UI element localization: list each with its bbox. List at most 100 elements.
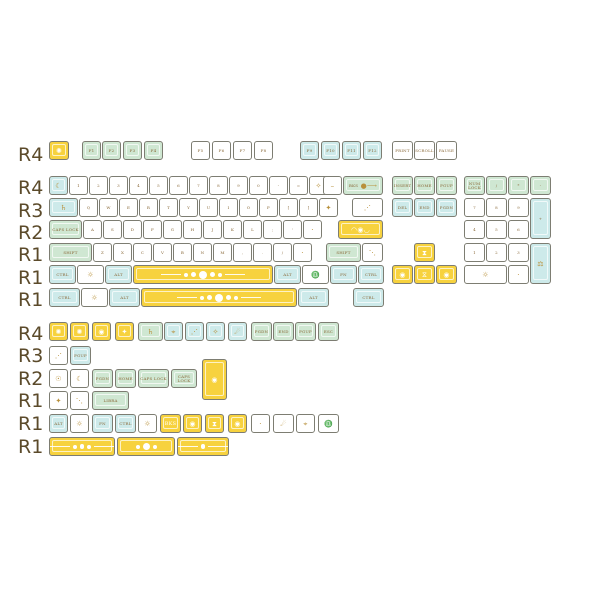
key-pause[interactable]: PAUSE [436,141,457,160]
key-np-2[interactable]: 2 [486,243,507,262]
extra-key-constellation-2[interactable]: ⋰ [49,346,68,365]
key-n[interactable]: N [193,243,212,262]
key-backspace[interactable]: BKS ●⟶ [343,176,383,195]
extra-key-sun[interactable]: ✺ [49,322,68,341]
spacebar-moon-phases[interactable] [133,265,273,284]
key-r[interactable]: R [139,198,158,217]
key-ctrl-left-alt[interactable]: CTRL [49,288,80,307]
key-np-6[interactable]: 6 [508,220,529,239]
extra-key-iso-enter[interactable]: ◉ [202,359,227,400]
key-del[interactable]: DEL [392,198,413,217]
key-arrow-up[interactable]: ⧗ [414,243,435,262]
key-shift-left[interactable]: SHIFT [49,243,92,262]
key-d[interactable]: D [123,220,142,239]
extra-key-eye-r1b[interactable]: ◉ [228,414,247,433]
key-arrow-right[interactable]: ◉ [436,265,457,284]
key-np-dot[interactable]: · [508,265,529,284]
key-q[interactable]: Q [79,198,98,217]
key-arrow-down[interactable]: ⧖ [414,265,435,284]
key-u[interactable]: U [199,198,218,217]
key-f10[interactable]: F10 [321,141,340,160]
key-pgup[interactable]: PGUP [436,176,457,195]
extra-key-hourglass[interactable]: ⧗ [205,414,224,433]
key-win-left-alt[interactable]: ☼ [81,288,108,307]
key-np-4[interactable]: 4 [464,220,485,239]
extra-spacebar-1[interactable] [49,437,115,456]
key-4[interactable]: 4 [129,176,148,195]
key-ctrl-left[interactable]: CTRL [49,265,76,284]
key-w[interactable]: W [99,198,118,217]
key-extra-3[interactable]: · [303,220,322,239]
key-np-8[interactable]: 8 [486,198,507,217]
key-f1[interactable]: F1 [82,141,101,160]
extra-key-telescope-r1[interactable]: ⌖ [296,414,315,433]
key-f2[interactable]: F2 [102,141,121,160]
extra-key-sparkle[interactable]: ✧ [206,322,225,341]
key-t[interactable]: T [159,198,178,217]
key-v[interactable]: V [153,243,172,262]
key-backslash[interactable]: ⋰ [352,198,383,217]
key-f12[interactable]: F12 [363,141,382,160]
extra-key-star-r1[interactable]: ✦ [49,391,68,410]
key-f8[interactable]: F8 [254,141,273,160]
key-7[interactable]: 7 [189,176,208,195]
key-z[interactable]: Z [93,243,112,262]
key-np-star[interactable]: * [508,176,529,195]
key-win-left[interactable]: ☼ [77,265,104,284]
key-extra-5[interactable]: ⋱ [362,243,383,262]
key-win-right[interactable]: ♎ [302,265,329,284]
key-e[interactable]: E [119,198,138,217]
extra-key-sun-2[interactable]: ✺ [70,322,89,341]
key-np-3[interactable]: 3 [508,243,529,262]
key-grave[interactable]: ☾ [49,176,68,195]
key-quote[interactable]: ' [283,220,302,239]
key-0[interactable]: 0 [249,176,268,195]
key-equals[interactable]: = [289,176,308,195]
extra-key-moon[interactable]: ☾ [70,369,89,388]
key-np-0[interactable]: ☼ [464,265,507,284]
key-f6[interactable]: F6 [212,141,231,160]
extra-key-ctrl[interactable]: CTRL [115,414,136,433]
key-alt-right[interactable]: ALT [274,265,301,284]
key-9[interactable]: 9 [229,176,248,195]
key-np-7[interactable]: 7 [464,198,485,217]
key-arrow-left[interactable]: ◉ [392,265,413,284]
extra-key-bks[interactable]: BKS [160,414,181,433]
key-6[interactable]: 6 [169,176,188,195]
key-8[interactable]: 8 [209,176,228,195]
key-print[interactable]: PRINT [392,141,413,160]
extra-key-pgdn-r2[interactable]: PGDN [92,369,113,388]
key-f5[interactable]: F5 [191,141,210,160]
key-y[interactable]: Y [179,198,198,217]
key-1[interactable]: 1 [69,176,88,195]
extra-key-home-r2[interactable]: HOME [115,369,136,388]
extra-key-star[interactable]: ✦ [115,322,134,341]
extra-key-dots-r1[interactable]: ⋱ [70,391,89,410]
extra-key-libra[interactable]: LIBRA [92,391,129,410]
extra-key-libra-icon[interactable]: ♎ [318,414,339,433]
key-alt-left[interactable]: ALT [105,265,132,284]
key-alt-right-alt[interactable]: ALT [298,288,329,307]
key-rbracket[interactable]: ] [299,198,318,217]
key-i[interactable]: I [219,198,238,217]
extra-key-alt[interactable]: ALT [49,414,68,433]
key-end[interactable]: END [414,198,435,217]
key-caps-lock[interactable]: CAPS LOCK [49,220,82,239]
key-c[interactable]: C [133,243,152,262]
key-3[interactable]: 3 [109,176,128,195]
key-5[interactable]: 5 [149,176,168,195]
key-tab[interactable]: ♄ [49,198,78,217]
key-o[interactable]: O [239,198,258,217]
key-extra-4[interactable]: · [293,243,312,262]
extra-key-telescope[interactable]: ⌖ [164,322,183,341]
key-f[interactable]: F [143,220,162,239]
key-b[interactable]: B [173,243,192,262]
extra-key-eye[interactable]: ◉ [92,322,111,341]
extra-key-constellation[interactable]: ⋰ [185,322,204,341]
key-pgdn[interactable]: PGDN [436,198,457,217]
key-f11[interactable]: F11 [342,141,361,160]
key-g[interactable]: G [163,220,182,239]
key-extra-2[interactable]: – [323,176,342,195]
esc-key[interactable]: ✺ [49,141,69,160]
extra-key-sun-r1[interactable]: ☼ [70,414,89,433]
